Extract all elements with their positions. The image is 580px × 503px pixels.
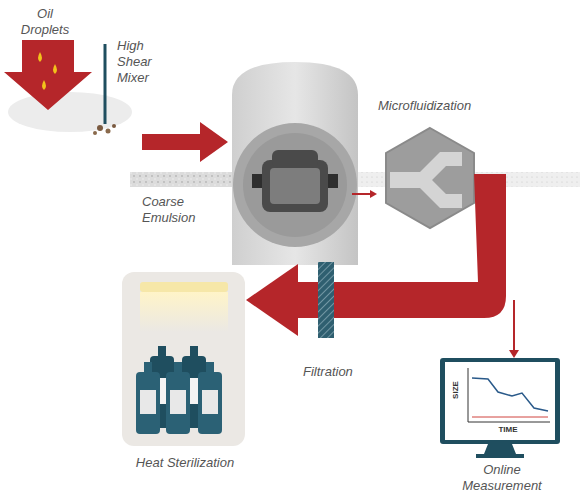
equipment-label: High Shear Mixer [117, 38, 165, 86]
vial-group [136, 346, 222, 434]
coarse-pipe [130, 172, 240, 187]
vial-cap [206, 362, 214, 372]
input-label: Oil Droplets [14, 6, 76, 38]
valve-core [270, 168, 320, 204]
microfluidizer [386, 128, 474, 228]
heat-glow [140, 292, 228, 332]
vial [198, 372, 222, 434]
monitor-base [476, 454, 524, 458]
vial-cap [174, 362, 182, 372]
baseline [472, 417, 548, 418]
filter [318, 262, 334, 338]
homogenizer-ring [243, 133, 347, 237]
vial-cap [190, 346, 198, 356]
particle [112, 124, 116, 128]
vial-cap [158, 346, 166, 356]
flow-arrow [352, 193, 370, 195]
size-curve [472, 378, 548, 411]
feed-arrow [4, 40, 92, 110]
sample-line [513, 300, 515, 350]
monitor-stand [484, 444, 516, 454]
monitor-frame [440, 358, 560, 444]
oil-drop [53, 64, 57, 74]
monitor-screen [445, 362, 555, 440]
particle [97, 125, 103, 131]
vial [166, 372, 190, 434]
arrow-head [509, 350, 519, 358]
vial-label [170, 390, 186, 414]
vial [136, 372, 160, 434]
vial-label [140, 390, 156, 414]
flow-arrow [142, 122, 228, 162]
flow-arrow [246, 264, 298, 336]
axis-label: TIME [488, 425, 528, 435]
valve-port [328, 174, 338, 188]
step-label: Heat Sterilization [135, 455, 235, 471]
heat-lamp [140, 282, 228, 292]
homogenizer-body [232, 62, 358, 265]
step-label: Microfluidization [378, 98, 498, 114]
interaction-chamber [390, 152, 462, 208]
vial-cap [144, 362, 152, 372]
particle [106, 129, 111, 134]
mixing-bowl [8, 92, 132, 132]
valve-port [252, 174, 262, 188]
sterilizer-cabinet [122, 272, 245, 446]
oil-drop [38, 52, 42, 62]
axis-label: SIZE [451, 374, 461, 406]
homogenizer-face [233, 123, 357, 247]
y-axis [468, 368, 469, 422]
step-label: Online Measurement [452, 462, 552, 494]
step-label: Filtration [303, 364, 383, 380]
x-axis [468, 422, 550, 423]
mixer-shaft [104, 44, 107, 124]
oil-drop [42, 80, 46, 90]
valve-top [272, 150, 318, 168]
particle [93, 131, 97, 135]
vial-label [202, 390, 218, 414]
stream-label: Coarse Emulsion [142, 194, 204, 226]
arrow-head [370, 190, 377, 198]
